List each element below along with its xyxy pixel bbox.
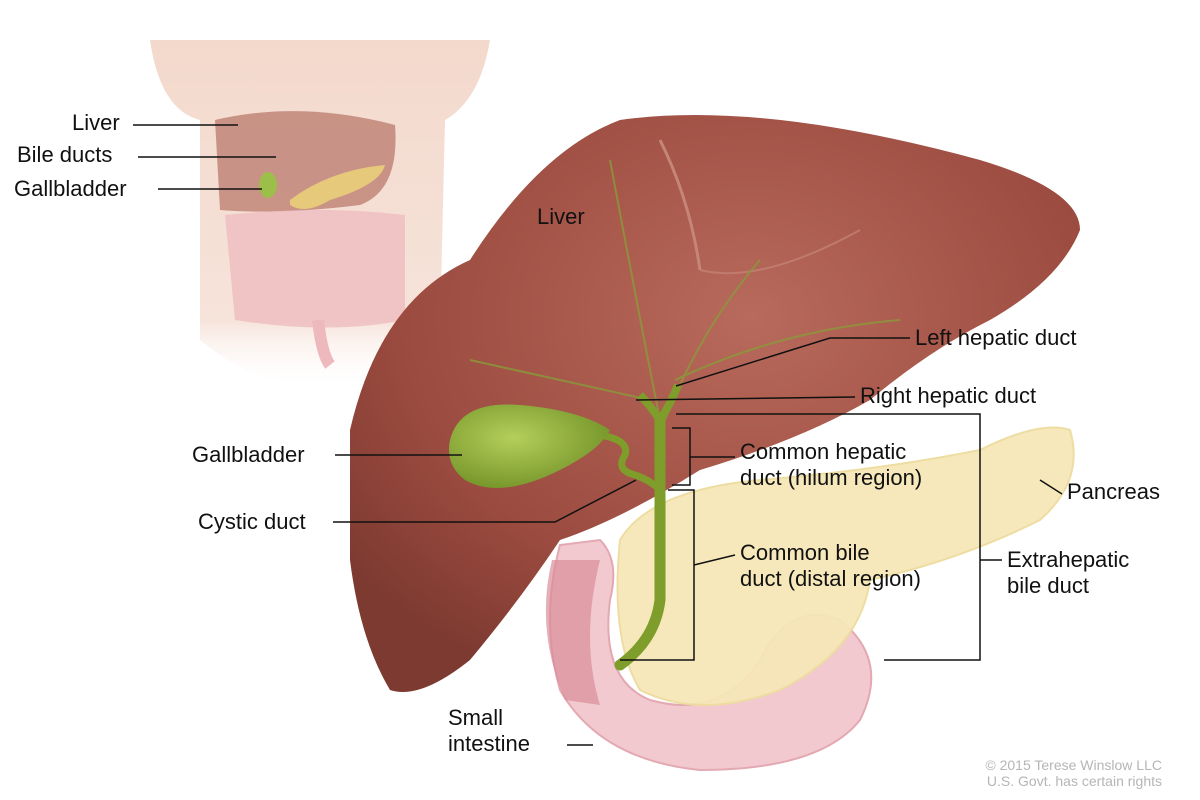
label-pancreas: Pancreas — [1067, 479, 1160, 504]
copyright-line: © 2015 Terese Winslow LLC — [985, 757, 1162, 773]
label-line: Common hepatic — [740, 439, 907, 464]
leader-lines — [133, 124, 1063, 746]
cystic-duct — [599, 431, 663, 493]
pancreas — [616, 426, 1075, 706]
inset-label-liver: Liver — [72, 110, 120, 135]
inset-label-gallbladder: Gallbladder — [14, 176, 127, 201]
inset-gallbladder — [259, 172, 277, 198]
inset-intestines — [225, 210, 405, 328]
label-line: Small — [448, 705, 504, 730]
torso-inset — [150, 40, 490, 390]
label-right-hepatic-duct: Right hepatic duct — [860, 383, 1037, 408]
label-line: intestine — [448, 731, 530, 756]
label-line: bile duct — [1007, 573, 1089, 598]
label-line: Common bile — [740, 540, 870, 565]
liver — [350, 115, 1080, 692]
label-line: duct (distal region) — [740, 566, 921, 591]
inset-label-bile-ducts: Bile ducts — [17, 142, 113, 167]
label-cystic-duct: Cystic duct — [198, 509, 306, 534]
label-line: duct (hilum region) — [740, 465, 923, 490]
inset-pancreas — [290, 165, 385, 209]
label-gallbladder: Gallbladder — [192, 442, 305, 467]
label-left-hepatic-duct: Left hepatic duct — [915, 325, 1077, 350]
gallbladder — [449, 404, 610, 488]
label-liver: Liver — [537, 204, 585, 229]
label-line: Extrahepatic — [1007, 547, 1130, 572]
copyright-line: U.S. Govt. has certain rights — [986, 773, 1162, 789]
